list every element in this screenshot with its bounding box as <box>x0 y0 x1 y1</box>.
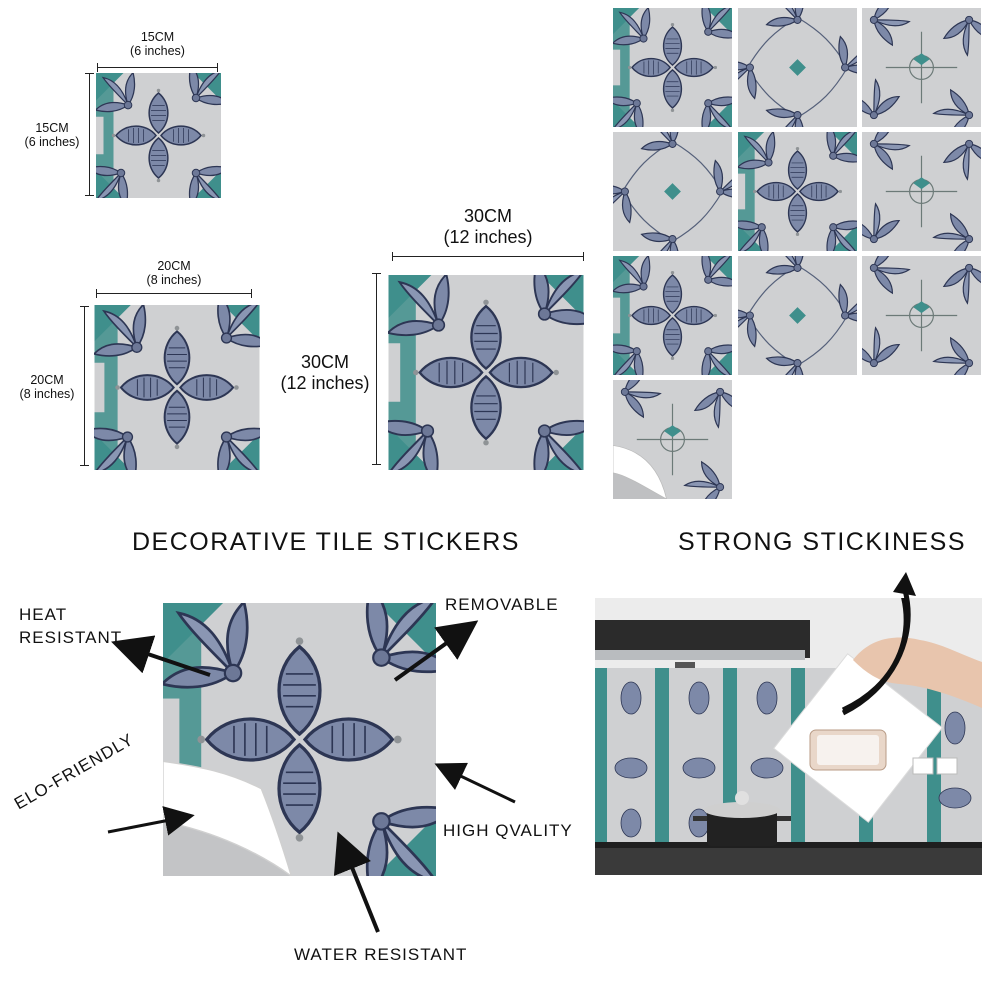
tile-pattern-icon <box>862 8 981 127</box>
tile-sample-medium <box>94 305 260 470</box>
tile-sample-large <box>388 275 584 470</box>
feature-high-quality: HIGH QVALITY <box>443 821 573 840</box>
feature-water-resistant: WATER RESISTANT <box>294 945 468 964</box>
tile-pattern-icon <box>96 73 221 198</box>
medium-width-label: 20CM (8 inches) <box>146 259 202 288</box>
large-width-measure <box>392 252 584 261</box>
kitchen-illustration <box>595 598 982 875</box>
feature-heat-resistant: HEAT RESISTANT <box>19 605 123 647</box>
large-height-measure <box>372 273 381 465</box>
grid-tile <box>862 256 981 375</box>
grid-tile <box>862 8 981 127</box>
tile-sample-small <box>96 73 221 198</box>
grid-tile <box>738 256 857 375</box>
grid-tile <box>613 256 732 375</box>
medium-height-measure <box>80 306 89 466</box>
tile-pattern-icon <box>862 132 981 251</box>
cooking-pot-icon <box>693 791 791 846</box>
tile-pattern-icon <box>738 132 857 251</box>
grid-tile <box>613 8 732 127</box>
small-height-label: 15CM (6 inches) <box>24 121 80 150</box>
grid-tile <box>862 132 981 251</box>
tile-pattern-icon <box>738 256 857 375</box>
medium-height-label: 20CM (8 inches) <box>19 373 75 402</box>
feature-removable: REMOVABLE <box>445 595 559 614</box>
tile-pattern-icon <box>613 8 732 127</box>
small-height-measure <box>85 73 94 196</box>
feature-eco-friendly: ELO-FRIENDLY <box>11 729 138 814</box>
large-width-label: 30CM (12 inches) <box>443 206 533 247</box>
kitchen-scene <box>595 598 982 875</box>
small-width-label: 15CM (6 inches) <box>130 30 185 59</box>
peel-corner-icon <box>163 603 436 876</box>
stickiness-heading: STRONG STICKINESS <box>678 528 967 556</box>
tile-pattern-icon <box>613 256 732 375</box>
decorative-heading: DECORATIVE TILE STICKERS <box>132 528 520 556</box>
tile-pattern-icon <box>738 8 857 127</box>
grid-tile <box>613 132 732 251</box>
tile-pattern-icon <box>388 275 584 470</box>
smartphone-icon <box>809 729 887 771</box>
medium-width-measure <box>96 289 252 298</box>
arrow-icon <box>434 762 516 804</box>
feature-tile <box>163 603 436 876</box>
grid-tile-peel <box>613 380 732 499</box>
tile-pattern-icon <box>94 305 260 470</box>
tile-pattern-icon <box>613 132 732 251</box>
peel-corner-icon <box>613 380 732 499</box>
large-height-label: 30CM (12 inches) <box>280 352 370 393</box>
grid-tile <box>738 8 857 127</box>
tile-pattern-icon <box>862 256 981 375</box>
small-width-measure <box>97 63 218 72</box>
grid-tile <box>738 132 857 251</box>
